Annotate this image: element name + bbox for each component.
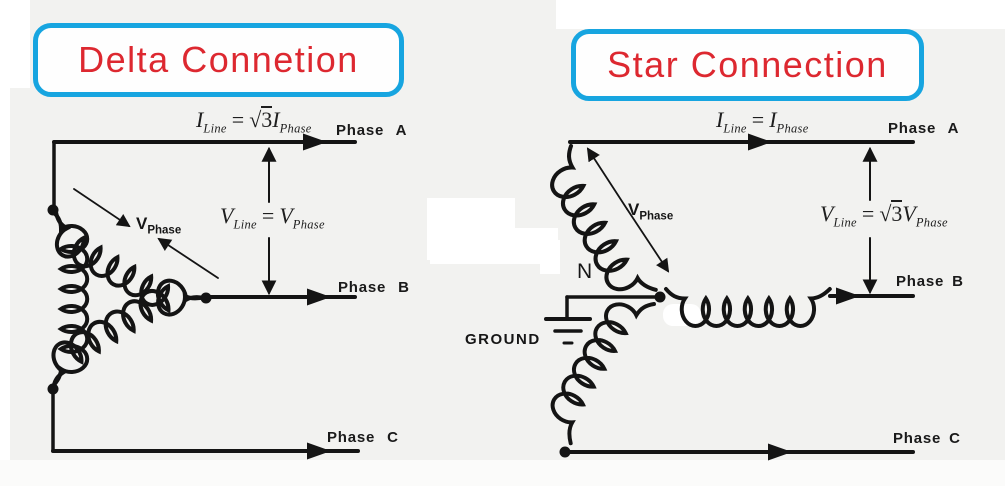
delta-title: Delta Connetion (78, 39, 359, 80)
star-title-box: Star Connection (571, 29, 924, 101)
delta-vphase-arrow-upper (73, 188, 131, 228)
junction-dot (200, 292, 212, 304)
star-voltage-formula: VLine=√3VPhase (820, 200, 948, 230)
delta-winding-bottom (50, 278, 209, 392)
star-winding-c (550, 302, 656, 446)
star-title: Star Connection (607, 44, 888, 85)
background-patch (556, 0, 1005, 29)
delta-phase-b-label: Phase B (338, 279, 410, 296)
delta-phase-a-label: Phase A (336, 122, 408, 139)
star-vphase-arrow-upper (586, 147, 628, 210)
delta-phase-a-arrowhead (303, 133, 327, 151)
background-patch (0, 0, 30, 88)
delta-current-formula: ILine=√3IPhase (196, 106, 312, 136)
background-patch (0, 88, 10, 460)
delta-winding-voltage-label: VPhase (136, 214, 182, 237)
star-phase-b-arrowhead (836, 287, 860, 305)
star-current-formula: ILine=IPhase (716, 107, 809, 136)
delta-vphase-arrow-lower (157, 237, 219, 279)
star-phase-a-arrowhead (748, 133, 772, 151)
junction-dot (559, 446, 571, 458)
delta-title-box: Delta Connetion (33, 23, 404, 97)
star-vphase-arrow-lower (626, 208, 670, 273)
background-patch (0, 460, 1005, 486)
star-phase-c-arrowhead (768, 443, 792, 461)
delta-voltage-formula: VLine=VPhase (220, 203, 325, 232)
star-winding-a (550, 143, 658, 292)
delta-phase-b-arrowhead (307, 288, 331, 306)
star-neutral-label: N (577, 260, 593, 283)
star-phase-c-label: Phase C (893, 430, 961, 447)
junction-dot (654, 291, 666, 303)
delta-circuit (47, 133, 360, 460)
junction-dot (47, 204, 59, 216)
star-winding-voltage-label: VPhase (628, 200, 674, 223)
ground-icon (544, 295, 592, 345)
junction-dot (47, 383, 59, 395)
ground-label: GROUND (465, 331, 541, 348)
background-patch (540, 240, 560, 274)
star-circuit (544, 133, 915, 461)
star-phase-a-label: Phase A (888, 120, 960, 137)
background-patch (430, 228, 558, 264)
star-phase-b-label: Phase B (896, 273, 964, 290)
delta-winding-left (50, 209, 90, 389)
star-winding-b (664, 287, 832, 328)
delta-phase-c-label: Phase C (327, 429, 399, 446)
delta-phase-c-arrowhead (307, 442, 331, 460)
delta-winding-top (54, 210, 207, 317)
